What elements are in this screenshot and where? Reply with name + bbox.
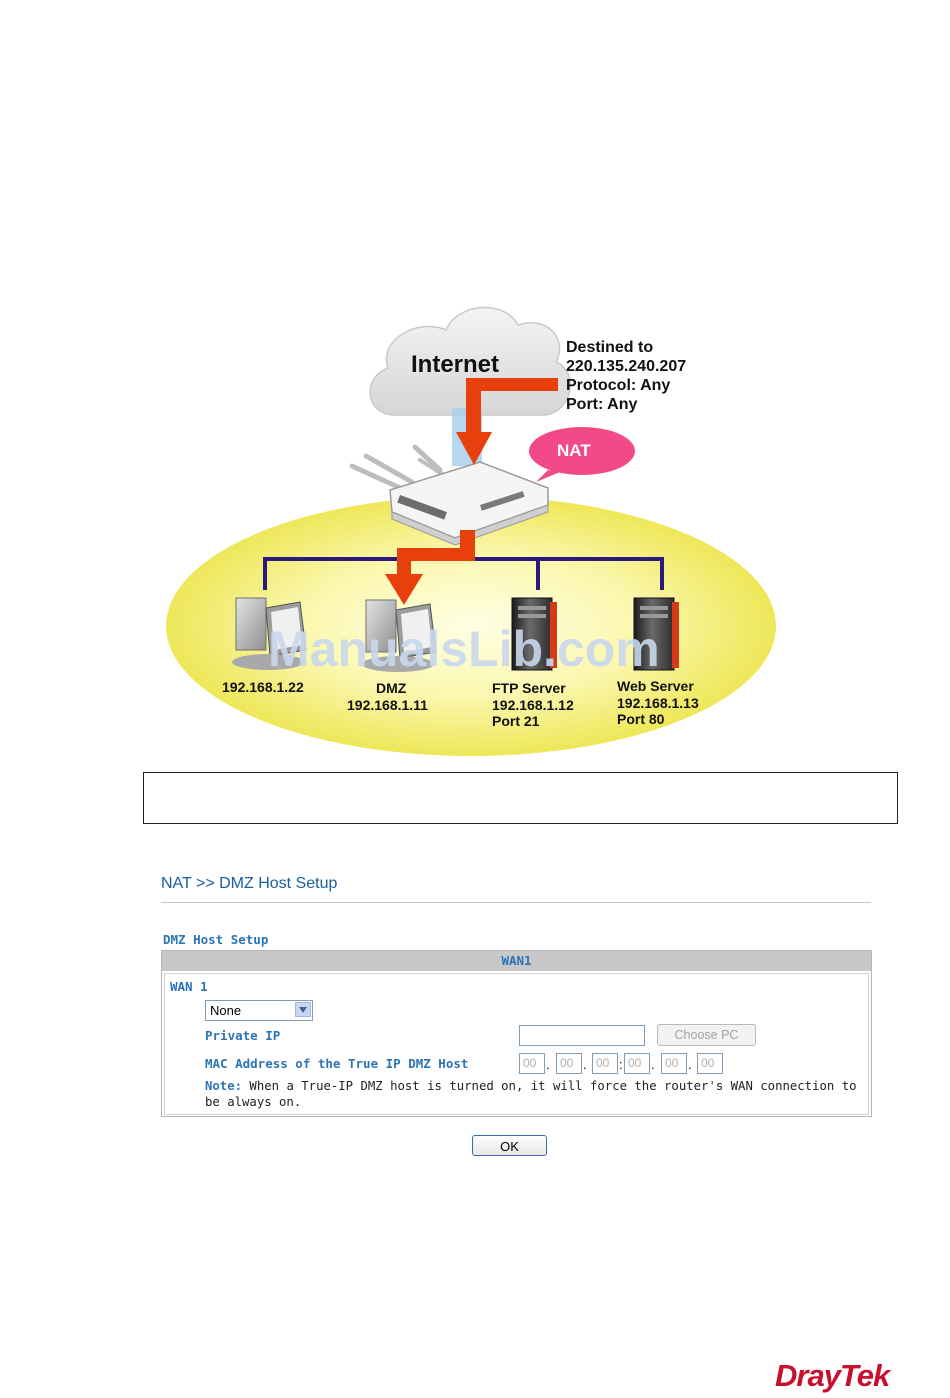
dmz-mode-select[interactable]: None [205,1000,313,1021]
private-ip-input[interactable] [519,1025,645,1046]
private-ip-label: Private IP [205,1028,281,1043]
mac-address-label: MAC Address of the True IP DMZ Host [205,1056,469,1071]
svg-text:192.168.1.22: 192.168.1.22 [222,679,304,695]
host-label-dmz: DMZ 192.168.1.11 [347,680,428,713]
mac-octet-3[interactable]: 00 [592,1053,618,1074]
router-icon [349,444,549,546]
host-label-ftp: FTP Server 192.168.1.12 Port 21 [492,680,574,729]
wan1-panel: WAN 1 None Private IP Choose PC MAC Addr… [164,973,869,1115]
ok-button[interactable]: OK [472,1135,547,1156]
svg-text:Web Server: Web Server [617,678,694,694]
ftp-server-icon [511,597,557,671]
mac-separator: : [619,1057,623,1072]
svg-text:Protocol: Any: Protocol: Any [566,377,670,394]
note-line-2: be always on. [205,1095,302,1109]
svg-text:220.135.240.207: 220.135.240.207 [566,358,686,375]
choose-pc-button[interactable]: Choose PC [657,1024,756,1046]
wan-label: WAN 1 [170,979,208,994]
note-label: Note: [205,1079,243,1093]
nat-bubble: NAT [529,427,635,482]
dmz-forward-arrow [385,530,475,605]
mac-separator: . [688,1057,692,1072]
note-line-1: When a True-IP DMZ host is turned on, it… [242,1079,857,1093]
mac-octet-1[interactable]: 00 [519,1053,545,1074]
dmz-network-diagram: Internet Destined to 220.135.240.207 Pro… [166,306,776,756]
svg-text:192.168.1.11: 192.168.1.11 [347,697,428,713]
note-text: Note: When a True-IP DMZ host is turned … [205,1079,857,1093]
svg-text:NAT: NAT [557,441,591,460]
pc-192-168-1-22-icon [232,597,307,670]
dmz-mode-value: None [210,1003,242,1018]
svg-text:Destined to: Destined to [566,339,653,356]
mac-octet-5[interactable]: 00 [661,1053,687,1074]
internet-label: Internet [411,351,499,378]
host-label-web: Web Server 192.168.1.13 Port 80 [617,678,699,727]
title-divider [161,902,871,903]
host-label-pc: 192.168.1.22 [222,679,304,695]
mac-octet-4[interactable]: 00 [624,1053,650,1074]
chevron-down-icon[interactable] [295,1002,311,1017]
dmz-pc-icon [362,599,437,672]
mac-separator: . [651,1057,655,1072]
destination-info: Destined to 220.135.240.207 Protocol: An… [566,339,686,413]
svg-text:DMZ: DMZ [376,680,407,696]
section-title: DMZ Host Setup [163,932,269,947]
svg-text:Port: Any: Port: Any [566,396,638,413]
mac-separator: . [546,1057,550,1072]
dmz-setup-table: WAN1 WAN 1 None Private IP Choose PC MAC… [161,950,872,1117]
inbound-arrow [456,378,558,465]
svg-text:192.168.1.12: 192.168.1.12 [492,697,574,713]
tab-wan1[interactable]: WAN1 [162,951,871,971]
web-server-icon [633,597,679,671]
watermark: ManualsLib.com [268,621,660,677]
mac-octet-2[interactable]: 00 [556,1053,582,1074]
page-title: NAT >> DMZ Host Setup [161,875,338,892]
svg-text:192.168.1.13: 192.168.1.13 [617,695,699,711]
draytek-logo: DrayTek [775,1358,890,1393]
svg-text:FTP Server: FTP Server [492,680,566,696]
mac-separator: . [583,1057,587,1072]
svg-text:Port 21: Port 21 [492,713,540,729]
svg-text:Port 80: Port 80 [617,711,665,727]
note-box [143,772,898,824]
mac-octet-6[interactable]: 00 [697,1053,723,1074]
